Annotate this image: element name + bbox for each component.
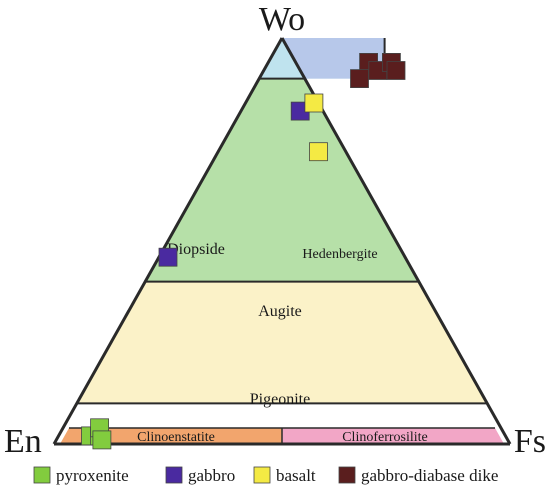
legend-label-basalt: basalt bbox=[276, 466, 316, 485]
field-labels: Diopside Hedenbergite Augite Pigeonite C… bbox=[137, 241, 428, 445]
legend-label-gabbro: gabbro bbox=[188, 466, 235, 485]
legend-swatch-gabbro bbox=[165, 466, 183, 484]
vertex-label-fs: Fs bbox=[514, 423, 546, 460]
field-label-augite: Augite bbox=[258, 303, 302, 320]
vertex-label-en: En bbox=[4, 423, 42, 460]
point-gabbro-diabase-dike-4 bbox=[350, 69, 369, 88]
classification-fields bbox=[60, 38, 504, 444]
field-clinoenstatite bbox=[60, 428, 282, 444]
field-hedenbergite bbox=[282, 38, 385, 79]
vertex-label-wo: Wo bbox=[259, 1, 305, 38]
field-label-clinoferrosilite: Clinoferrosilite bbox=[342, 430, 428, 445]
legend-label-gabbro-diabase-dike: gabbro-diabase dike bbox=[361, 466, 498, 485]
point-basalt-1 bbox=[309, 142, 328, 162]
legend-label-pyroxenite: pyroxenite bbox=[56, 466, 129, 485]
point-gabbro-1 bbox=[158, 247, 178, 267]
legend-swatch-pyroxenite bbox=[33, 466, 51, 484]
field-label-hedenbergite: Hedenbergite bbox=[302, 247, 377, 262]
triangle-edge-left bbox=[52, 37, 284, 445]
field-pigeonite bbox=[76, 281, 488, 404]
point-pyroxenite-3 bbox=[92, 430, 112, 450]
field-label-clinoenstatite: Clinoenstatite bbox=[137, 430, 215, 445]
vertex-labels: Wo En Fs bbox=[4, 1, 546, 460]
field-label-diopside: Diopside bbox=[167, 241, 225, 258]
point-basalt-0 bbox=[304, 93, 324, 113]
field-augite bbox=[145, 78, 419, 282]
field-label-pigeonite: Pigeonite bbox=[250, 391, 310, 408]
legend-swatch-basalt bbox=[253, 466, 271, 484]
data-points bbox=[81, 53, 406, 450]
field-clinoferrosilite bbox=[282, 428, 504, 444]
legend: pyroxenite gabbro basalt gabbro-diabase … bbox=[33, 466, 498, 485]
legend-swatch-gabbro-diabase-dike bbox=[338, 466, 356, 484]
point-gabbro-diabase-dike-3 bbox=[386, 61, 406, 80]
